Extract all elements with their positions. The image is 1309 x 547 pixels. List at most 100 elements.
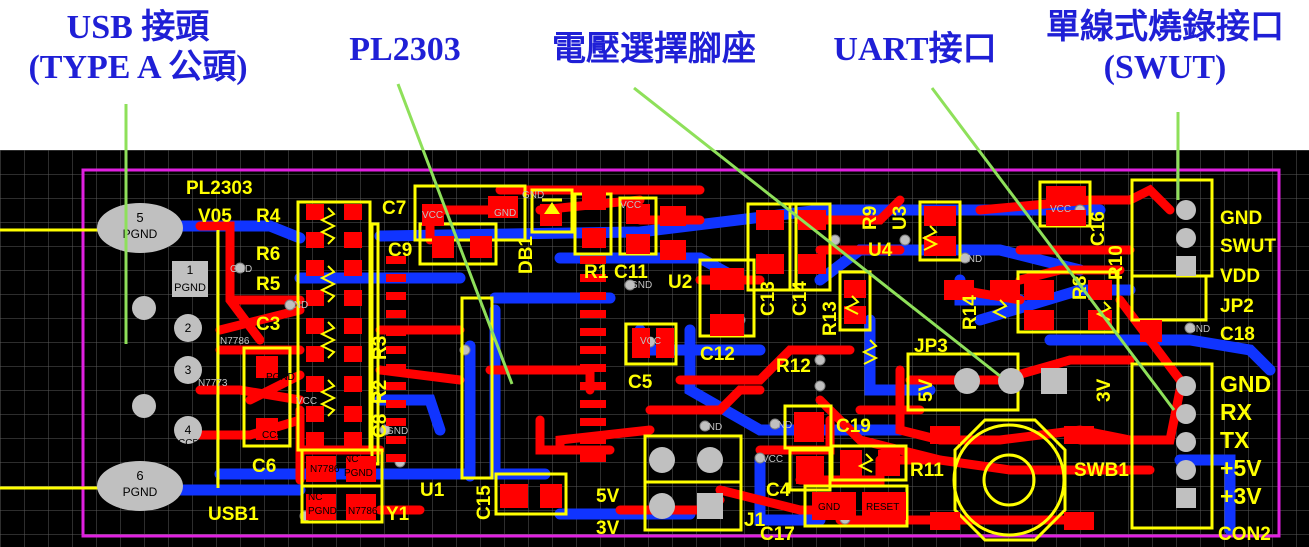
pcb-layout: 5 PGND 1 PGND 2 N7786 3 N7773 4 CC5 6 PG… bbox=[0, 150, 1309, 547]
silk-r2: R2 bbox=[370, 380, 391, 404]
usb-pad-2-net: N7786 bbox=[220, 336, 250, 347]
swut-callout-line2: (SWUT) bbox=[1103, 49, 1227, 86]
silk-j1-5v: 5V bbox=[596, 486, 620, 507]
silk-y1: Y1 bbox=[386, 504, 410, 525]
silk-r3: R3 bbox=[370, 336, 391, 360]
usb-pad-1-net: PGND bbox=[174, 282, 206, 294]
uart-header-labels: GND RX TX +5V +3V bbox=[1220, 371, 1271, 509]
net-reset: RESET bbox=[866, 502, 899, 513]
silk-j1-3v: 3V bbox=[596, 518, 620, 539]
silk-c6: C6 bbox=[252, 456, 276, 477]
silk-jp3-3v: 3V bbox=[1094, 378, 1115, 402]
usb-pad-3-num: 3 bbox=[185, 363, 192, 377]
uart-label-gnd: GND bbox=[1220, 371, 1271, 397]
silk-u3: U3 bbox=[890, 206, 911, 230]
usb-mount-hole-bottom bbox=[132, 394, 156, 418]
uart-label-5v: +5V bbox=[1220, 455, 1262, 481]
silk-r6: R6 bbox=[256, 244, 280, 265]
silk-r11: R11 bbox=[910, 460, 944, 481]
silk-c11: C11 bbox=[614, 262, 648, 283]
net-nc-2: NC bbox=[308, 492, 322, 503]
net-cc5: CC5 bbox=[262, 430, 282, 441]
silk-u1: U1 bbox=[420, 480, 445, 501]
usb-pad-4-num: 4 bbox=[185, 423, 192, 437]
silk-pl2303: PL2303 bbox=[186, 178, 253, 199]
silk-c17: C17 bbox=[760, 524, 795, 545]
usb-callout-line2: (TYPE A 公頭) bbox=[28, 49, 248, 86]
net-gnd-9: GND bbox=[818, 502, 840, 513]
voltage-jumper-leader bbox=[633, 86, 1001, 378]
diode-db1 bbox=[542, 198, 562, 214]
usb-shield-pad-5 bbox=[97, 203, 183, 253]
silk-usb1: USB1 bbox=[208, 504, 259, 525]
resistor-symbols bbox=[319, 207, 1112, 473]
silk-c4: C4 bbox=[766, 480, 791, 501]
silk-r13: R13 bbox=[820, 301, 841, 336]
silk-r5: R5 bbox=[256, 274, 281, 295]
net-gnd-1: GND bbox=[522, 190, 544, 201]
smd-pads bbox=[256, 186, 1162, 530]
silk-r10: R10 bbox=[1106, 245, 1127, 280]
swut-label-vdd: VDD bbox=[1220, 266, 1260, 287]
swut-label-gnd: GND bbox=[1220, 208, 1262, 229]
silk-c13: C13 bbox=[758, 281, 779, 316]
silk-r14: R14 bbox=[960, 295, 981, 330]
usb-pad-2 bbox=[174, 314, 202, 342]
uart-label-rx: RX bbox=[1220, 399, 1253, 425]
net-vcc-4: VCC bbox=[640, 336, 661, 347]
swut-header-labels: GND SWUT VDD bbox=[1220, 208, 1276, 287]
board-outline bbox=[81, 168, 1281, 538]
net-gnd-3: GND bbox=[230, 264, 252, 275]
silk-u4: U4 bbox=[868, 240, 893, 261]
net-gnd-8: GND bbox=[770, 420, 792, 431]
usb-pad-6-num: 6 bbox=[136, 468, 143, 483]
silk-con2: CON2 bbox=[1218, 524, 1271, 545]
swut-label-swut: SWUT bbox=[1220, 236, 1276, 257]
silk-jp2: JP2 bbox=[1220, 296, 1254, 317]
net-gnd-10: GND bbox=[1188, 324, 1210, 335]
usb-callout-line1: USB 接頭 bbox=[66, 9, 210, 46]
silk-swb1: SWB1 bbox=[1074, 460, 1129, 481]
net-gnd-7: GND bbox=[700, 422, 722, 433]
net-pgnd-2: PGND bbox=[344, 468, 373, 479]
net-vcc-6: VCC bbox=[762, 454, 783, 465]
silk-r1: R1 bbox=[584, 262, 609, 283]
silk-jp3-5v: 5V bbox=[916, 378, 937, 402]
net-vcc-2: VCC bbox=[620, 200, 641, 211]
net-gnd-4: GND bbox=[286, 300, 308, 311]
uart-label-3v: +3V bbox=[1220, 483, 1262, 509]
uart-header bbox=[1176, 376, 1196, 508]
usb-shield-pad-6 bbox=[97, 461, 183, 511]
usb-pad-5-net: PGND bbox=[123, 227, 158, 241]
net-gnd-5: GND bbox=[630, 280, 652, 291]
silk-db1: DB1 bbox=[516, 236, 537, 274]
usb-mount-hole-top bbox=[132, 296, 156, 320]
pl2303-callout: PL2303 bbox=[349, 31, 461, 68]
net-gnd-11: GND bbox=[960, 254, 982, 265]
silk-r4: R4 bbox=[256, 206, 281, 227]
net-vcc-5: VCC bbox=[296, 396, 317, 407]
silk-c19: C19 bbox=[836, 416, 871, 437]
silk-c7: C7 bbox=[382, 198, 406, 219]
silk-r12: R12 bbox=[776, 356, 811, 377]
net-nc-1: NC bbox=[344, 454, 358, 465]
silk-u2: U2 bbox=[668, 272, 692, 293]
silk-c12: C12 bbox=[700, 344, 735, 365]
silk-c18: C18 bbox=[1220, 324, 1255, 345]
swut-callout: 單線式燒錄接口 (SWUT) bbox=[1030, 8, 1300, 88]
silk-c5: C5 bbox=[628, 372, 653, 393]
swut-header bbox=[1176, 200, 1196, 276]
silk-c14: C14 bbox=[790, 281, 811, 316]
pl2303-leader bbox=[396, 83, 514, 385]
usb-pad-6-net: PGND bbox=[123, 485, 158, 499]
usb-connector: 5 PGND 1 PGND 2 N7786 3 N7773 4 CC5 6 PG… bbox=[0, 203, 250, 511]
net-pgnd-1: PGND bbox=[266, 372, 295, 383]
j1-header bbox=[649, 447, 723, 519]
silk-c8: C8 bbox=[370, 414, 391, 438]
net-n7786-1: N7786 bbox=[310, 464, 340, 475]
voltage-jumper-callout: 電壓選擇腳座 bbox=[552, 31, 756, 68]
silk-c9: C9 bbox=[388, 240, 412, 261]
net-gnd-2: GND bbox=[494, 208, 516, 219]
usb-pad-3-net: N7773 bbox=[198, 378, 228, 389]
swb1-button bbox=[982, 453, 1036, 507]
